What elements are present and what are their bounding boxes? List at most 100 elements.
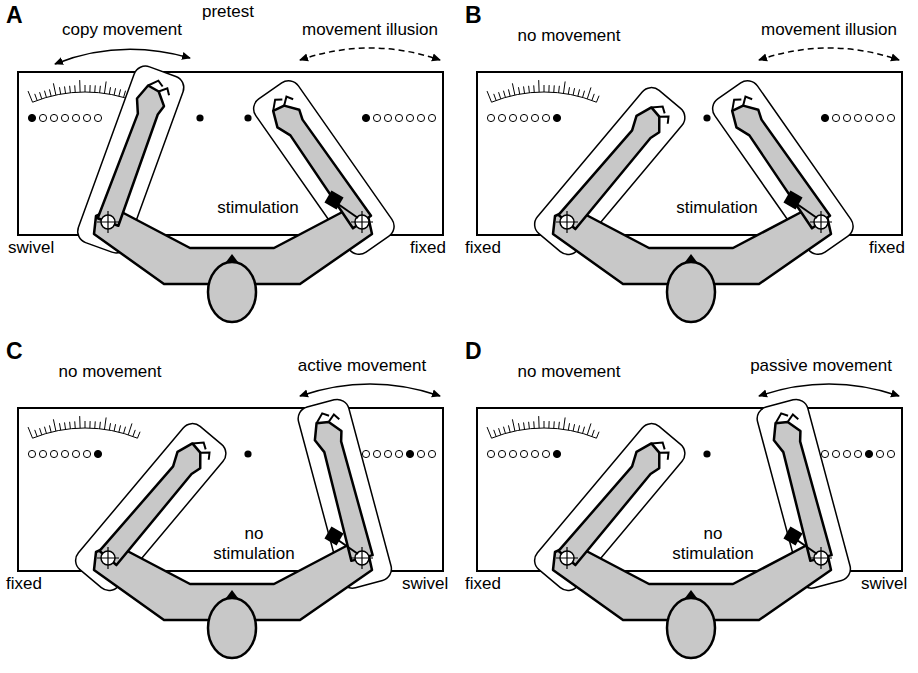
target-dot — [406, 114, 413, 121]
panel-letter: B — [465, 2, 482, 28]
annotation: fixed — [465, 574, 501, 594]
dial-tick — [49, 89, 51, 96]
pivot-cross — [97, 547, 119, 569]
target-dot — [542, 450, 549, 457]
annotation: no movement — [518, 362, 621, 382]
forearm-hand — [556, 104, 669, 231]
dial-tick — [528, 422, 530, 429]
annotation: stimulation — [676, 198, 757, 218]
dial-tick — [544, 85, 545, 92]
annotation: passive movement — [750, 356, 892, 376]
forearm — [97, 433, 216, 567]
dial-tick — [592, 430, 594, 437]
dial-tick — [64, 86, 66, 93]
fingers — [314, 409, 339, 425]
dial-tick — [94, 421, 95, 428]
dial-tick — [94, 85, 95, 92]
target-dot — [94, 114, 101, 121]
annotation: fixed — [869, 238, 905, 258]
nose — [685, 254, 697, 262]
target-dot — [50, 450, 57, 457]
annotation: pretest — [202, 2, 254, 22]
dial-arc — [492, 428, 597, 438]
panel — [477, 384, 902, 658]
target-dot — [244, 114, 251, 121]
dial-tick — [538, 416, 539, 428]
panel — [18, 384, 443, 658]
target-dot — [406, 450, 413, 457]
target-dot — [553, 114, 560, 121]
pivot-cross — [556, 211, 578, 233]
target-dot — [876, 114, 883, 121]
dial-tick — [494, 430, 496, 437]
dial-tick — [568, 87, 569, 94]
head — [208, 262, 256, 322]
target-dot — [61, 114, 68, 121]
nose — [685, 590, 697, 598]
dial-tick — [44, 91, 46, 98]
dial-tick — [74, 85, 75, 92]
panel — [18, 48, 443, 322]
annotation: swivel — [8, 238, 54, 258]
dial-tick — [523, 422, 525, 429]
target-dot — [520, 450, 527, 457]
target-dot — [362, 450, 369, 457]
dial-arc — [33, 92, 138, 102]
dial-tick — [99, 86, 101, 93]
annotation: fixed — [6, 574, 42, 594]
target-dot — [244, 450, 251, 457]
dial-tick — [512, 83, 514, 95]
dial-tick — [508, 425, 510, 432]
dial-tick — [518, 423, 519, 430]
target-dot — [395, 114, 402, 121]
target-dot — [531, 114, 538, 121]
target-dot — [428, 450, 435, 457]
dial-arc — [33, 428, 138, 438]
movement-arrow — [300, 48, 440, 60]
dial-tick — [114, 424, 115, 431]
dial-tick — [573, 88, 574, 95]
dial-tick — [587, 423, 591, 434]
dial-tick — [528, 86, 530, 93]
target-dot — [395, 450, 402, 457]
target-dot — [703, 114, 710, 121]
panel-letter: D — [465, 338, 482, 364]
target-dot — [703, 450, 710, 457]
annotation: movement illusion — [302, 20, 438, 40]
panel-letter: C — [6, 338, 23, 364]
target-dot — [39, 450, 46, 457]
forearm — [556, 97, 675, 231]
target-dot — [373, 450, 380, 457]
forearm-hand — [94, 83, 169, 226]
dial-tick — [89, 421, 90, 428]
target-dot — [865, 114, 872, 121]
dial-tick — [533, 85, 534, 92]
annotation: movement illusion — [761, 20, 897, 40]
target-dot — [72, 450, 79, 457]
target-dot — [531, 450, 538, 457]
dial-tick — [85, 421, 86, 428]
fingers — [728, 91, 753, 112]
dial-tick — [523, 86, 525, 93]
dial-tick — [494, 94, 496, 101]
fingers — [650, 437, 674, 459]
dial-tick — [44, 427, 46, 434]
annotation: fixed — [410, 238, 446, 258]
annotation: no stimulation — [665, 524, 761, 563]
dial-tick — [104, 417, 106, 429]
target-dot — [362, 114, 369, 121]
fingers — [191, 437, 215, 459]
target-dot — [887, 114, 894, 121]
target-dot — [384, 114, 391, 121]
dial-tick — [79, 416, 80, 428]
target-dot — [417, 114, 424, 121]
annotation: active movement — [298, 356, 427, 376]
dial-tick — [133, 430, 135, 437]
dial-tick — [578, 425, 580, 432]
vibrator-arm — [797, 204, 817, 218]
target-dot — [821, 114, 828, 121]
dial-tick — [563, 417, 565, 429]
forearm — [309, 409, 376, 561]
fingers — [269, 91, 294, 112]
target-dot — [854, 450, 861, 457]
